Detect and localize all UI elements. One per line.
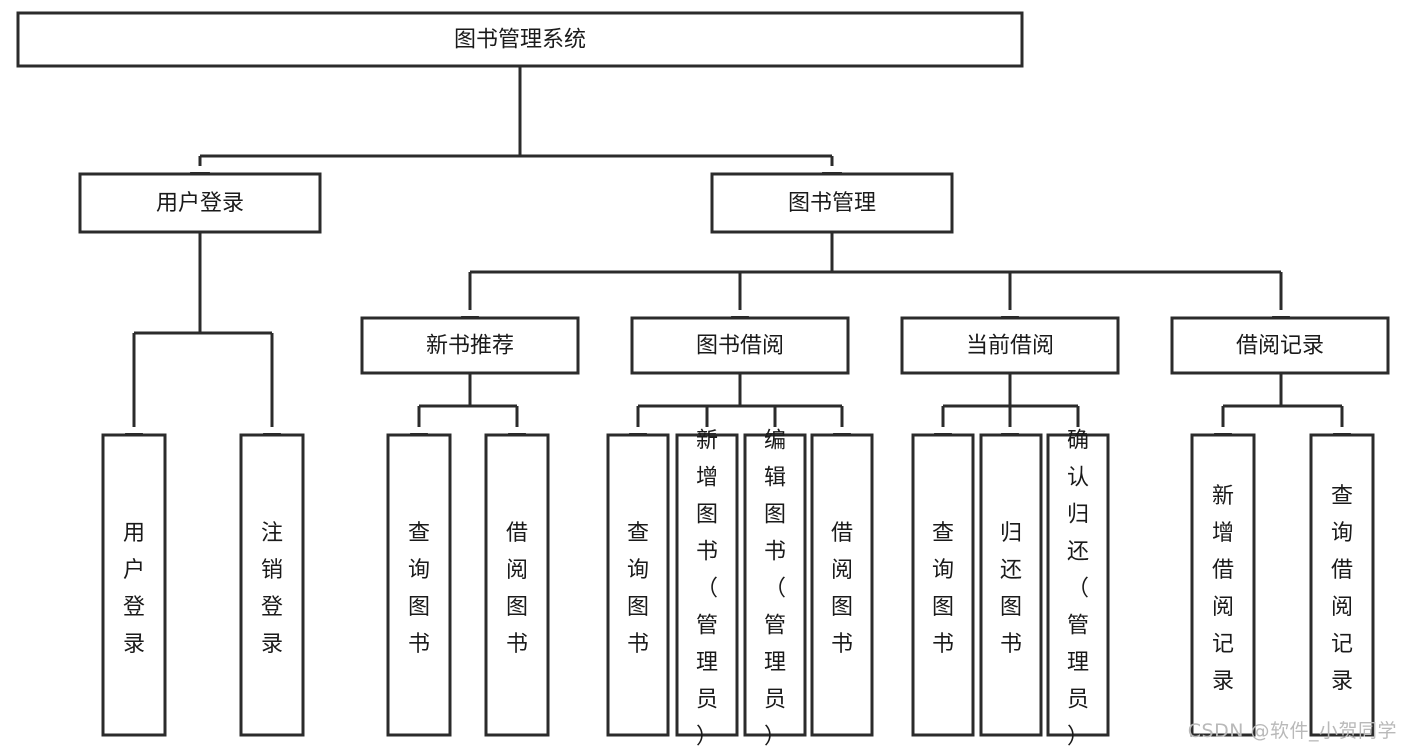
node-box <box>675 433 739 737</box>
node-book-manage[interactable]: 图书管理 <box>710 172 954 234</box>
node-borrow-record[interactable]: 借阅记录 <box>1170 316 1390 375</box>
node-box <box>710 172 954 234</box>
node-label: 借阅记录 <box>1236 334 1324 359</box>
node-label: 注销登录 <box>261 521 283 657</box>
node-label: 借阅图书 <box>831 521 853 657</box>
node-box <box>239 433 305 737</box>
node-box <box>1309 433 1375 737</box>
node-box <box>900 316 1120 375</box>
node-label: 图书管理系统 <box>454 28 586 53</box>
node-label: 图书借阅 <box>696 334 784 359</box>
node-label: 图书管理 <box>788 191 876 216</box>
node-label: 查询借阅记录 <box>1331 484 1353 694</box>
node-label: 新书推荐 <box>426 334 514 359</box>
node-label: 新增图书（管理员） <box>696 428 718 747</box>
csdn-watermark: CSDN @软件_小贺同学 <box>1187 720 1397 742</box>
node-root[interactable]: 图书管理系统 <box>16 11 1024 68</box>
connector-layer <box>132 66 1344 427</box>
node-current-borrow[interactable]: 当前借阅 <box>900 316 1120 375</box>
node-label: 用户登录 <box>123 521 145 657</box>
node-label: 查询图书 <box>932 521 954 657</box>
node-label: 查询图书 <box>627 521 649 657</box>
node-box <box>1046 433 1110 737</box>
node-box <box>78 172 322 234</box>
node-leaf-logout-login[interactable]: 注销登录 <box>239 433 305 737</box>
node-box <box>1190 433 1256 737</box>
node-box <box>979 433 1043 737</box>
node-label: 新增借阅记录 <box>1212 484 1234 694</box>
node-new-book-recommend[interactable]: 新书推荐 <box>360 316 580 375</box>
node-leaf-edit-book-admin[interactable]: 编辑图书（管理员） <box>743 428 807 747</box>
node-leaf-query-borrow-record[interactable]: 查询借阅记录 <box>1309 433 1375 737</box>
node-label: 确认归还（管理员） <box>1067 428 1089 747</box>
node-label: 当前借阅 <box>966 334 1054 359</box>
node-label: 归还图书 <box>1000 521 1022 657</box>
node-book-borrow[interactable]: 图书借阅 <box>630 316 850 375</box>
node-box <box>484 433 550 737</box>
node-leaf-user-login[interactable]: 用户登录 <box>101 433 167 737</box>
node-label: 编辑图书（管理员） <box>764 428 786 747</box>
node-box <box>386 433 452 737</box>
node-label: 用户登录 <box>156 191 244 216</box>
node-user-login[interactable]: 用户登录 <box>78 172 322 234</box>
node-box <box>101 433 167 737</box>
node-layer: 图书管理系统用户登录图书管理新书推荐图书借阅当前借阅借阅记录用户登录注销登录查询… <box>16 11 1390 747</box>
node-leaf-add-book-admin[interactable]: 新增图书（管理员） <box>675 428 739 747</box>
node-box <box>1170 316 1390 375</box>
node-box <box>606 433 670 737</box>
node-leaf-query-book-2[interactable]: 查询图书 <box>606 433 670 737</box>
node-label: 借阅图书 <box>506 521 528 657</box>
node-leaf-query-book-3[interactable]: 查询图书 <box>911 433 975 737</box>
node-leaf-borrow-book-2[interactable]: 借阅图书 <box>810 433 874 737</box>
node-leaf-confirm-return-admin[interactable]: 确认归还（管理员） <box>1046 428 1110 747</box>
node-box <box>630 316 850 375</box>
node-leaf-add-borrow-record[interactable]: 新增借阅记录 <box>1190 433 1256 737</box>
node-leaf-query-book-1[interactable]: 查询图书 <box>386 433 452 737</box>
node-leaf-return-book[interactable]: 归还图书 <box>979 433 1043 737</box>
node-box <box>16 11 1024 68</box>
node-box <box>360 316 580 375</box>
node-box <box>911 433 975 737</box>
node-box <box>810 433 874 737</box>
node-leaf-borrow-book-1[interactable]: 借阅图书 <box>484 433 550 737</box>
node-box <box>743 433 807 737</box>
node-label: 查询图书 <box>408 521 430 657</box>
